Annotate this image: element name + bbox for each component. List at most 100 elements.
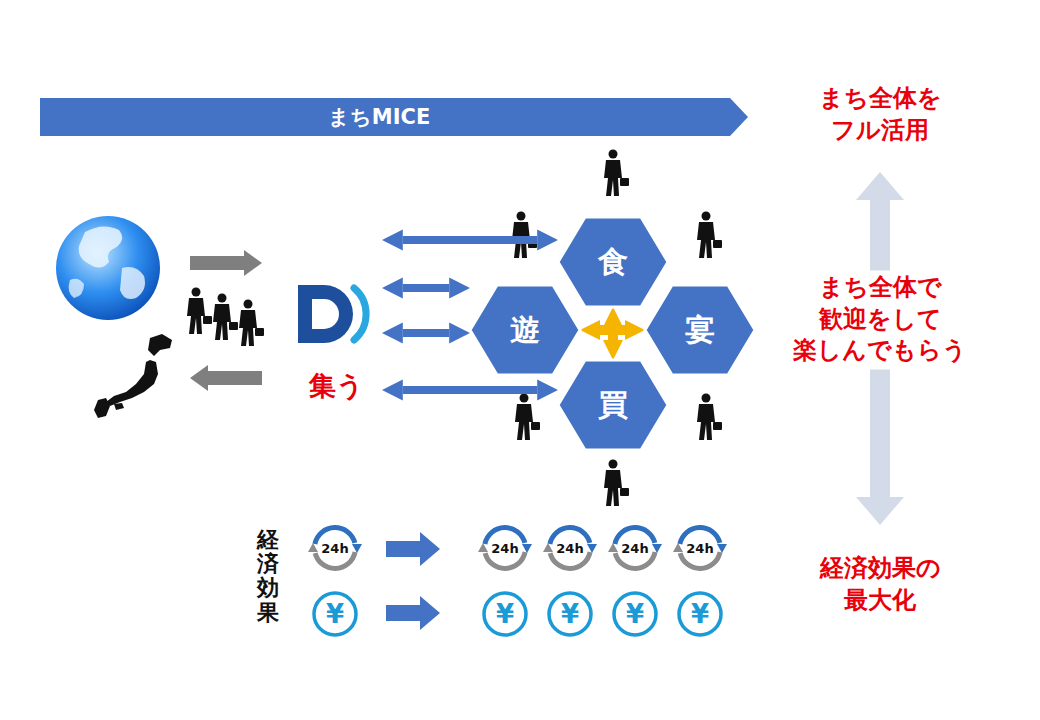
connector-arrow xyxy=(403,236,537,244)
briefcase xyxy=(713,240,722,248)
briefcase xyxy=(620,488,629,496)
cycle-head xyxy=(522,544,532,553)
connector-arrow xyxy=(608,327,618,340)
cycle-arc xyxy=(548,552,593,571)
hex-outline xyxy=(645,285,755,375)
briefcase xyxy=(713,422,722,430)
double-arrow xyxy=(856,172,904,525)
connector-arrow xyxy=(403,386,537,394)
gray-arrow xyxy=(190,365,262,391)
yen-ring xyxy=(314,593,356,635)
person-head xyxy=(218,294,227,303)
person-head xyxy=(702,394,711,403)
band-bar: まちMICE xyxy=(40,98,748,136)
cycle-head xyxy=(652,544,662,553)
hexagon: 遊 xyxy=(470,285,580,375)
briefcase xyxy=(531,422,540,430)
globe-land xyxy=(120,267,145,299)
businessman-icon xyxy=(697,212,722,259)
briefcase xyxy=(620,178,629,186)
hour-label: 24h xyxy=(321,541,348,556)
gray-arrow xyxy=(190,250,262,276)
icons xyxy=(308,525,727,635)
globe xyxy=(56,216,160,320)
person-head xyxy=(702,212,711,221)
hexagon-shape xyxy=(470,285,580,375)
yen-label: ¥ xyxy=(626,599,644,629)
cycle-head xyxy=(478,543,488,552)
hex-outline xyxy=(558,217,668,307)
logo-counter xyxy=(312,299,339,329)
person-body xyxy=(515,404,533,440)
person-body xyxy=(239,310,257,346)
cycle-head xyxy=(717,544,727,553)
japan-island xyxy=(94,398,110,418)
logo-arc xyxy=(354,288,366,340)
hour-label: 24h xyxy=(491,541,518,556)
cycle-head xyxy=(608,543,618,552)
briefcase xyxy=(229,322,238,330)
cycle-arc xyxy=(612,525,657,544)
briefcase xyxy=(203,316,212,324)
hexagon-shape xyxy=(558,217,668,307)
cycle-arc xyxy=(547,525,592,544)
japan-island xyxy=(114,403,124,410)
cycle-arc xyxy=(312,525,357,544)
cycle-arc xyxy=(677,525,722,544)
cycle-icon xyxy=(478,525,532,571)
vertical-label: 経済効果 xyxy=(257,528,279,625)
businessman-icon xyxy=(213,294,238,341)
cycle-arc xyxy=(313,552,358,571)
cycle-head xyxy=(352,544,362,553)
hexagon: 宴 xyxy=(645,285,755,375)
yen-ring xyxy=(549,593,591,635)
yen-ring xyxy=(679,593,721,635)
cycle-head xyxy=(587,544,597,553)
yen-ring xyxy=(484,593,526,635)
note-text: 経済効果の 最大化 xyxy=(816,551,945,618)
yen-ring xyxy=(614,593,656,635)
block-arrow xyxy=(386,532,440,566)
globe-land xyxy=(79,226,122,267)
businessman-icon xyxy=(239,300,264,347)
cycle-arc xyxy=(678,552,723,571)
hexagon-shape xyxy=(645,285,755,375)
cycle-arc xyxy=(483,552,528,571)
person-body xyxy=(604,470,622,506)
businessman-icon xyxy=(187,288,212,335)
cycle-arc xyxy=(482,525,527,544)
people xyxy=(187,150,722,507)
person-body xyxy=(604,160,622,196)
person-body xyxy=(697,404,715,440)
logo-letter xyxy=(298,285,353,343)
cycle-icon xyxy=(543,525,597,571)
block-arrow xyxy=(386,596,440,630)
yen-label: ¥ xyxy=(561,599,579,629)
japan-map xyxy=(94,334,172,418)
person-body xyxy=(187,298,205,334)
person-head xyxy=(192,288,201,297)
person-head xyxy=(517,212,526,221)
cycle-head xyxy=(673,543,683,552)
note-text: まち全体で 歓迎をして 楽しんでもらう xyxy=(789,270,971,369)
hour-label: 24h xyxy=(621,541,648,556)
edge-group xyxy=(403,240,625,390)
businessman-icon xyxy=(512,212,537,259)
yen-label: ¥ xyxy=(691,599,709,629)
band-outline xyxy=(40,98,748,136)
node-text: まちMICE xyxy=(328,103,430,131)
cycle-head xyxy=(543,543,553,552)
node-text: 食 xyxy=(598,242,628,283)
yen-label: ¥ xyxy=(326,599,344,629)
node-text: 買 xyxy=(598,385,628,426)
logo-outline xyxy=(290,228,382,408)
hour-label: 24h xyxy=(686,541,713,556)
node-text: 宴 xyxy=(685,310,715,351)
businessman-icon xyxy=(604,460,629,507)
cycle-arc xyxy=(613,552,658,571)
person-head xyxy=(609,460,618,469)
businessman-icon xyxy=(697,394,722,441)
